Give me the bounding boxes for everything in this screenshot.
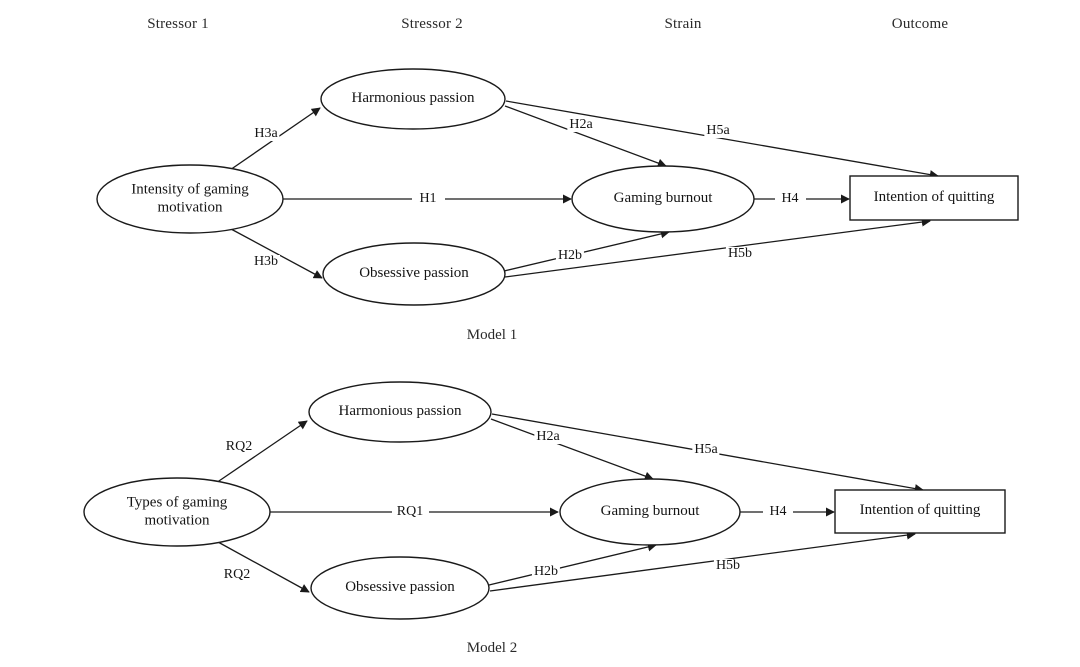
edge-label-m1-h5a: H5a	[704, 123, 732, 138]
node-m1-gaming-burnout[interactable]	[571, 165, 755, 233]
edge-m1-h2a	[504, 105, 667, 168]
node-m2-harmonious-passion[interactable]	[308, 381, 492, 443]
node-m1-harmonious-passion[interactable]	[320, 68, 506, 130]
edge-label-m1-h2b: H2b	[555, 248, 585, 263]
node-m2-intention-of-quitting[interactable]	[834, 489, 1006, 534]
edge-label-m2-rq2-obsessive: RQ2	[221, 567, 253, 582]
node-m2-obsessive-passion[interactable]	[310, 556, 490, 620]
model-1-group	[96, 68, 1019, 306]
edge-label-m2-h4: H4	[767, 504, 789, 519]
edge-label-m1-h5b: H5b	[725, 246, 755, 261]
edge-label-m1-h3b: H3b	[251, 254, 281, 269]
node-m2-gaming-burnout[interactable]	[559, 478, 741, 546]
edge-label-m2-rq1: RQ1	[394, 504, 426, 519]
edge-m2-h2b	[488, 542, 657, 586]
node-m2-source[interactable]	[83, 477, 271, 547]
edge-label-m2-h2a: H2a	[534, 429, 562, 444]
edge-m1-h5b	[504, 217, 931, 278]
column-header-outcome: Outcome	[891, 16, 949, 32]
edge-m1-h5a	[505, 100, 939, 180]
column-header-strain: Strain	[664, 16, 702, 32]
edge-label-m1-h2a: H2a	[567, 117, 595, 132]
edge-label-m1-h1: H1	[417, 191, 439, 206]
model-1-caption: Model 1	[466, 327, 518, 343]
edge-m2-h2a	[490, 418, 654, 481]
edge-m1-h3b	[230, 228, 323, 279]
column-header-stressor-2: Stressor 2	[401, 16, 463, 32]
model-2-group	[83, 381, 1006, 620]
edge-label-m2-h2b: H2b	[531, 564, 561, 579]
node-m1-obsessive-passion[interactable]	[322, 242, 506, 306]
edge-label-m1-h4: H4	[779, 191, 801, 206]
column-header-stressor-1: Stressor 1	[147, 16, 209, 32]
edge-m2-rq2-harmonious	[215, 420, 308, 484]
edge-m2-h5b	[489, 530, 916, 592]
edge-label-m2-h5b: H5b	[713, 558, 743, 573]
edge-label-m2-rq2-harmonious: RQ2	[223, 439, 255, 454]
edge-m1-h2b	[503, 229, 670, 272]
edge-label-m1-h3a: H3a	[252, 126, 280, 141]
node-m1-intention-of-quitting[interactable]	[849, 175, 1019, 221]
node-m1-source[interactable]	[96, 164, 284, 234]
edge-m2-rq2-obsessive	[217, 541, 310, 593]
model-2-caption: Model 2	[466, 640, 518, 656]
edge-label-m2-h5a: H5a	[692, 442, 720, 457]
